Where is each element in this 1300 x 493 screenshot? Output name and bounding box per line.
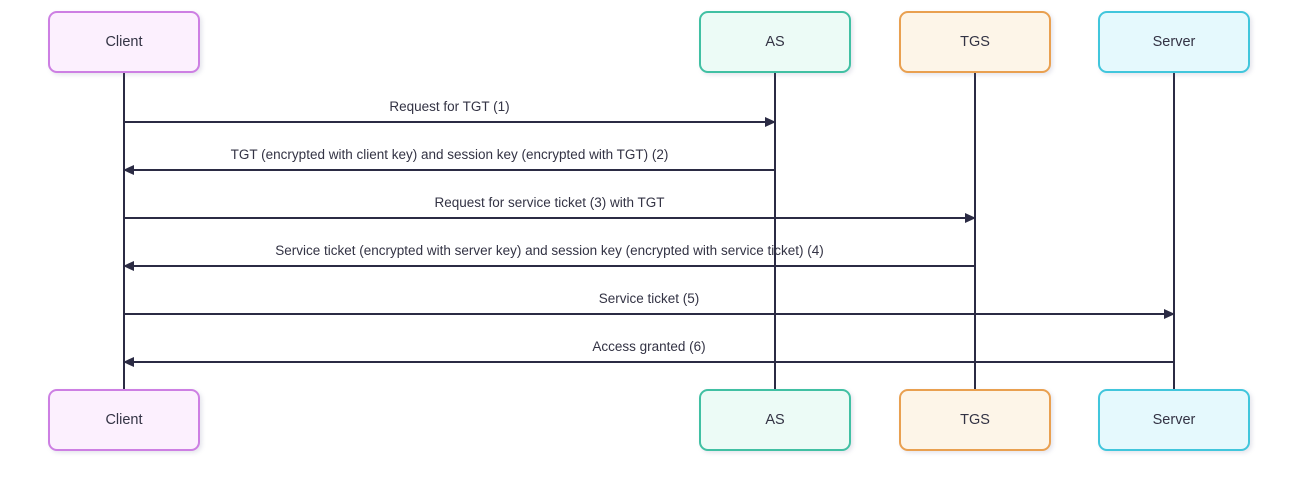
message-label: Service ticket (5)	[598, 291, 700, 306]
actor-label-as: AS	[765, 412, 785, 428]
message-label: Service ticket (encrypted with server ke…	[275, 243, 824, 258]
message-arrow-line	[124, 121, 775, 123]
actor-label-tgs: TGS	[960, 412, 990, 428]
message-arrow-line	[124, 361, 1174, 363]
arrowhead-right-icon	[765, 117, 776, 127]
message-access-granted: Access granted (6)	[123, 335, 1174, 367]
message-arrow-line	[124, 217, 975, 219]
message-arrow-line	[124, 313, 1174, 315]
actor-label-client: Client	[105, 412, 143, 428]
message-request-service-ticket: Request for service ticket (3) with TGT	[124, 191, 976, 223]
lifeline-server	[1173, 73, 1175, 389]
arrowhead-left-icon	[123, 357, 134, 367]
message-label: TGT (encrypted with client key) and sess…	[230, 147, 669, 162]
actor-box-as-bottom: AS	[699, 389, 851, 451]
arrowhead-left-icon	[123, 261, 134, 271]
actor-label-tgs: TGS	[960, 34, 990, 50]
message-service-ticket: Service ticket (5)	[124, 287, 1175, 319]
actor-label-as: AS	[765, 34, 785, 50]
actor-label-server: Server	[1152, 412, 1196, 428]
actor-label-server: Server	[1152, 34, 1196, 50]
message-label: Access granted (6)	[592, 339, 706, 354]
message-arrow-line	[124, 169, 775, 171]
message-label: Request for service ticket (3) with TGT	[434, 195, 665, 210]
arrowhead-right-icon	[1164, 309, 1175, 319]
arrowhead-left-icon	[123, 165, 134, 175]
message-service-ticket-session-key: Service ticket (encrypted with server ke…	[123, 239, 975, 271]
arrowhead-right-icon	[965, 213, 976, 223]
message-arrow-line	[124, 265, 975, 267]
actor-label-client: Client	[105, 34, 143, 50]
actor-box-server-top: Server	[1098, 11, 1250, 73]
message-tgt-session-key: TGT (encrypted with client key) and sess…	[123, 143, 775, 175]
actor-box-tgs-top: TGS	[899, 11, 1051, 73]
actor-box-client-top: Client	[48, 11, 200, 73]
actor-box-tgs-bottom: TGS	[899, 389, 1051, 451]
actor-box-server-bottom: Server	[1098, 389, 1250, 451]
actor-box-as-top: AS	[699, 11, 851, 73]
message-request-tgt: Request for TGT (1)	[124, 95, 776, 127]
lifeline-as	[774, 73, 776, 389]
message-label: Request for TGT (1)	[389, 99, 510, 114]
lifeline-client	[123, 73, 125, 389]
lifeline-tgs	[974, 73, 976, 389]
actor-box-client-bottom: Client	[48, 389, 200, 451]
